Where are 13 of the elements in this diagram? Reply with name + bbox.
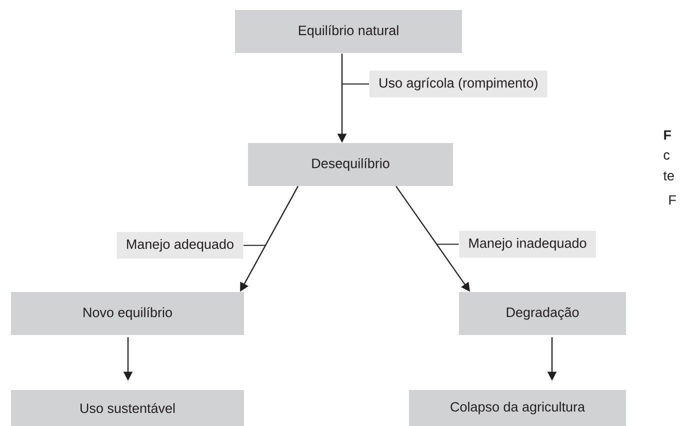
caption-fragment: F bbox=[664, 130, 671, 140]
caption-fragment: c bbox=[664, 152, 670, 160]
edge-label: Manejo adequado bbox=[116, 232, 266, 259]
edge-label: Manejo inadequado bbox=[436, 231, 596, 258]
caption-fragment: F bbox=[669, 195, 676, 205]
process-box: Desequilíbrio bbox=[248, 143, 453, 186]
process-box: Degradação bbox=[459, 292, 626, 335]
process-box: Colapso da agricultura bbox=[409, 390, 626, 426]
process-box: Novo equilíbrio bbox=[11, 292, 244, 335]
process-box: Uso sustentável bbox=[11, 390, 244, 426]
edge-label: Uso agrícola (rompimento) bbox=[342, 70, 548, 98]
process-box: Equilíbrio natural bbox=[235, 10, 462, 53]
caption-fragment: te bbox=[663, 172, 674, 180]
